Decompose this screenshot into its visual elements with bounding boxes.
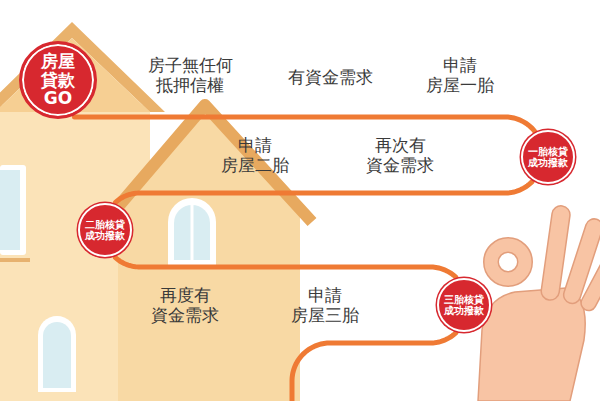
ok-hand [478, 205, 600, 401]
window-glass [174, 205, 210, 260]
balcony-rail [0, 258, 30, 262]
step-label: 申請 房屋二胎 [221, 135, 289, 176]
result-circle: 二胎核貸 成功撥款 [78, 203, 132, 257]
step-label: 再次有 資金需求 [366, 135, 434, 176]
window-bar [191, 205, 194, 260]
hand-palm [478, 288, 585, 401]
front-wall [118, 110, 300, 401]
step-label: 再度有 資金需求 [151, 285, 219, 326]
step-label: 申請 房屋一胎 [426, 55, 494, 96]
step-label: 申請 房屋三胎 [291, 285, 359, 326]
flow-path [115, 182, 531, 202]
flow-path-tail [292, 333, 456, 401]
result-circle: 三胎核貸 成功撥款 [437, 278, 491, 332]
circle-text: 三胎核貸 成功撥款 [444, 294, 484, 316]
step-label: 房子無任何 抵押信權 [148, 55, 233, 96]
window-frame [0, 165, 26, 255]
flow-path [115, 258, 455, 277]
hand-finger [578, 244, 600, 313]
step-label: 有資金需求 [288, 67, 373, 87]
hand-ring-edge [491, 245, 525, 279]
window-frame [168, 198, 216, 265]
flow-path [75, 117, 535, 131]
window-frame [38, 316, 76, 392]
circle-text: 一胎核貸 成功撥款 [528, 146, 568, 168]
circle-text: 房屋 貸款 GO [41, 52, 75, 108]
result-circle: 一胎核貸 成功撥款 [521, 130, 575, 184]
start-circle: 房屋 貸款 GO [19, 41, 97, 119]
hand-ring [491, 245, 525, 279]
window-glass [0, 170, 20, 250]
circle-text: 二胎核貸 成功撥款 [85, 219, 125, 241]
front-roof [105, 105, 312, 222]
window-glass [43, 322, 71, 388]
